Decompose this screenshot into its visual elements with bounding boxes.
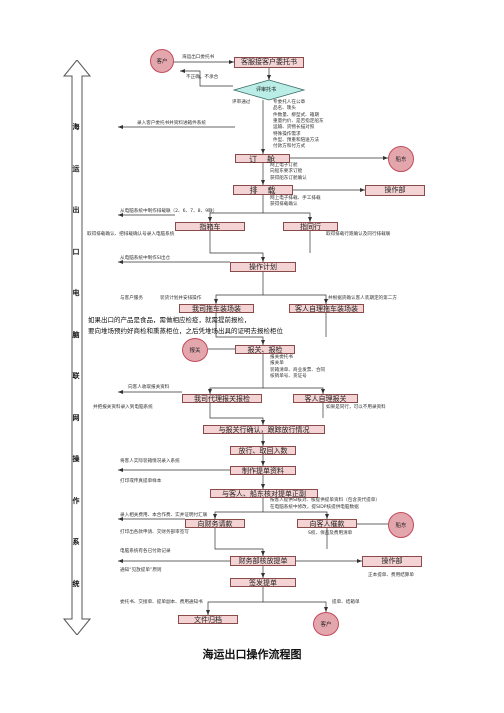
box-client-customs: 客人自理报关 (293, 394, 358, 403)
box-schedule: 排 载 (233, 185, 293, 195)
box-customs-inspect: 报关、报检 (235, 345, 295, 354)
review-item: 特殊操作需求 (273, 131, 301, 137)
customs-circle: 报关 (182, 338, 208, 362)
box-release: 放行、取回入数 (230, 446, 296, 455)
box-booking: 订 舱 (235, 154, 290, 164)
review-item: 件数量、柳型式、箱期 (273, 112, 319, 118)
note-check-right: 按客人提供SI核对、核提供提单资料（包含货代提单） (270, 498, 380, 503)
schedule-item: 获得排载确认 (270, 202, 298, 208)
side-label-char: 海 (72, 123, 80, 131)
note-check-right2: 在电脑系统中修改，提SIDP核提供电脑数据 (270, 505, 359, 510)
review-item: 付款方和付方式 (273, 144, 306, 150)
booking-item: 获得船东订舱确认 (270, 175, 307, 181)
customer-circle-top: 客户 (150, 49, 174, 73)
note-goods-plan: 装货计划并安排操作 (160, 296, 202, 301)
side-label-char: 口 (72, 247, 80, 256)
review-item: 重量约价、是否指定船东 (273, 118, 324, 124)
note-food: 如果出口的产品是食品，需做相应检疫，就需提前报检， (88, 316, 251, 324)
note-pickup-right: 取得排载行跑确认及同行排载联 (326, 232, 391, 237)
box-make-bl: 制作提单资料 (230, 466, 296, 475)
side-label-char: 网 (72, 413, 80, 422)
box-pickup-peer: 指同行 (283, 222, 338, 231)
box-finance-bl: 财务部核放提单 (230, 556, 296, 566)
shipowner-circle-1: 船东 (388, 146, 414, 172)
note-customs-right2: 如果是同行，可以不用录资料 (326, 405, 386, 410)
note-bl-left2: 打印或传真提单样本 (120, 479, 162, 484)
side-label-char: 系 (72, 538, 80, 546)
note-ops-right: 正本提单、费用结算单 (368, 573, 414, 578)
schedule-item: 网上电子排载、手工排载 (270, 196, 321, 201)
shipowner-circle-2: 船东 (388, 512, 414, 538)
side-arrow (62, 60, 92, 635)
note-invoice-right: S权、保品及费用清单 (308, 531, 353, 536)
side-label-char: 电 (72, 289, 80, 297)
box-archive: 文件归档 (178, 615, 238, 624)
side-label-char: 操 (72, 455, 80, 463)
note-client-arrange: 并根据货确认客人装期定的第二方 (328, 296, 397, 301)
side-label-char: 联 (72, 372, 80, 380)
note-finance-left2: 通知“见放提单”原则 (120, 568, 162, 573)
booking-item: 网上电子订舱 (270, 163, 298, 168)
note-shipper: 要向堆场预约好商检和熏蒸柜位，之后凭堆场出具的证明去报检柜位 (88, 327, 283, 335)
box-client-truck: 客人自理拖车装场装 (289, 304, 364, 313)
box-ops-dept: 操作部 (365, 185, 425, 196)
review-item: 专委托人在公章 (273, 100, 306, 105)
note-entry: 录入客户委托书并资料进箱件系统 (137, 121, 206, 126)
review-label: 评审托书 (256, 87, 277, 93)
box-our-truck: 我司拖车装场装 (179, 304, 254, 313)
box-client-invoice: 向客人催款 (297, 519, 357, 528)
review-item: 件型、预重和陪送方法 (273, 137, 319, 143)
note-invoice-left: 录入相关费用、本合作费、实并证明付汇联 (120, 513, 208, 518)
note-consign: 海运出口委托书 (182, 55, 215, 60)
note-review-pass: 评审通过 (232, 100, 251, 105)
box-issue-bl: 签发提单 (230, 578, 296, 587)
box-check-bl: 与客人、船东核对提单正副 (210, 489, 318, 498)
side-label-char: 统 (72, 579, 80, 588)
side-label-char: 作 (72, 496, 80, 505)
side-label-char: 脑 (72, 330, 80, 339)
note-finance-left: 电脑系统有各已付款记录 (120, 549, 171, 554)
note-archive-left: 委托书、交接单、提单副本、费用通知书 (120, 600, 203, 605)
note-reject: 不正确，不承合 (186, 75, 219, 80)
customs-item: 报关委托书 (270, 355, 293, 360)
page-title: 海运出口操作流程图 (202, 648, 302, 661)
note-invoice-left2: 打印出各款申请、交财务部审签写 (120, 530, 189, 535)
booking-item: 向船东要求订舱 (270, 169, 303, 175)
note-plan: 从电脑系统中制作SI出仓 (120, 256, 171, 261)
review-item: 品名、唛头 (273, 106, 296, 112)
box-receive-order: 客服接客户委托书 (234, 57, 304, 68)
note-customs-left: 向客人收取报关资料 (128, 385, 170, 390)
customs-item: 装箱清单、商业发票、合同 (270, 367, 326, 373)
customs-item: 报关单 (270, 361, 284, 367)
customs-item: 核销单号、货证号 (270, 373, 307, 379)
box-pickup-carrier: 指箱车 (175, 222, 245, 231)
note-pickup-left: 从电脑系统中制作排载联（2、6、7、8、9联） (120, 209, 218, 214)
note-pickup-left2: 取得排载确认、把排载确认号录入电脑系统 (87, 232, 175, 237)
note-customer-service: 与客户服务 (120, 296, 143, 301)
review-item: 运输、货物长描对照 (273, 125, 315, 131)
box-our-agent-customs: 我司代理报关报检 (182, 394, 262, 403)
box-finance-invoice: 向财务请款 (185, 519, 245, 528)
box-ops-plan: 操作计划 (230, 262, 296, 272)
note-bl-left: 将客人实际装箱情况录入系统 (120, 459, 180, 464)
note-customs-left2: 并把报关资料录入到电脑系统 (93, 405, 153, 410)
side-label-char: 出 (72, 206, 80, 214)
customer-circle-bottom: 客户 (313, 612, 339, 636)
box-confirm-customs: 与报关行确认，跟踪放行情况 (203, 425, 325, 434)
box-ops-dept-2: 操作部 (362, 556, 422, 567)
note-archive-right: 提单、结箱单 (332, 600, 360, 605)
review-diamond (232, 79, 306, 101)
side-label-char: 运 (72, 164, 80, 173)
